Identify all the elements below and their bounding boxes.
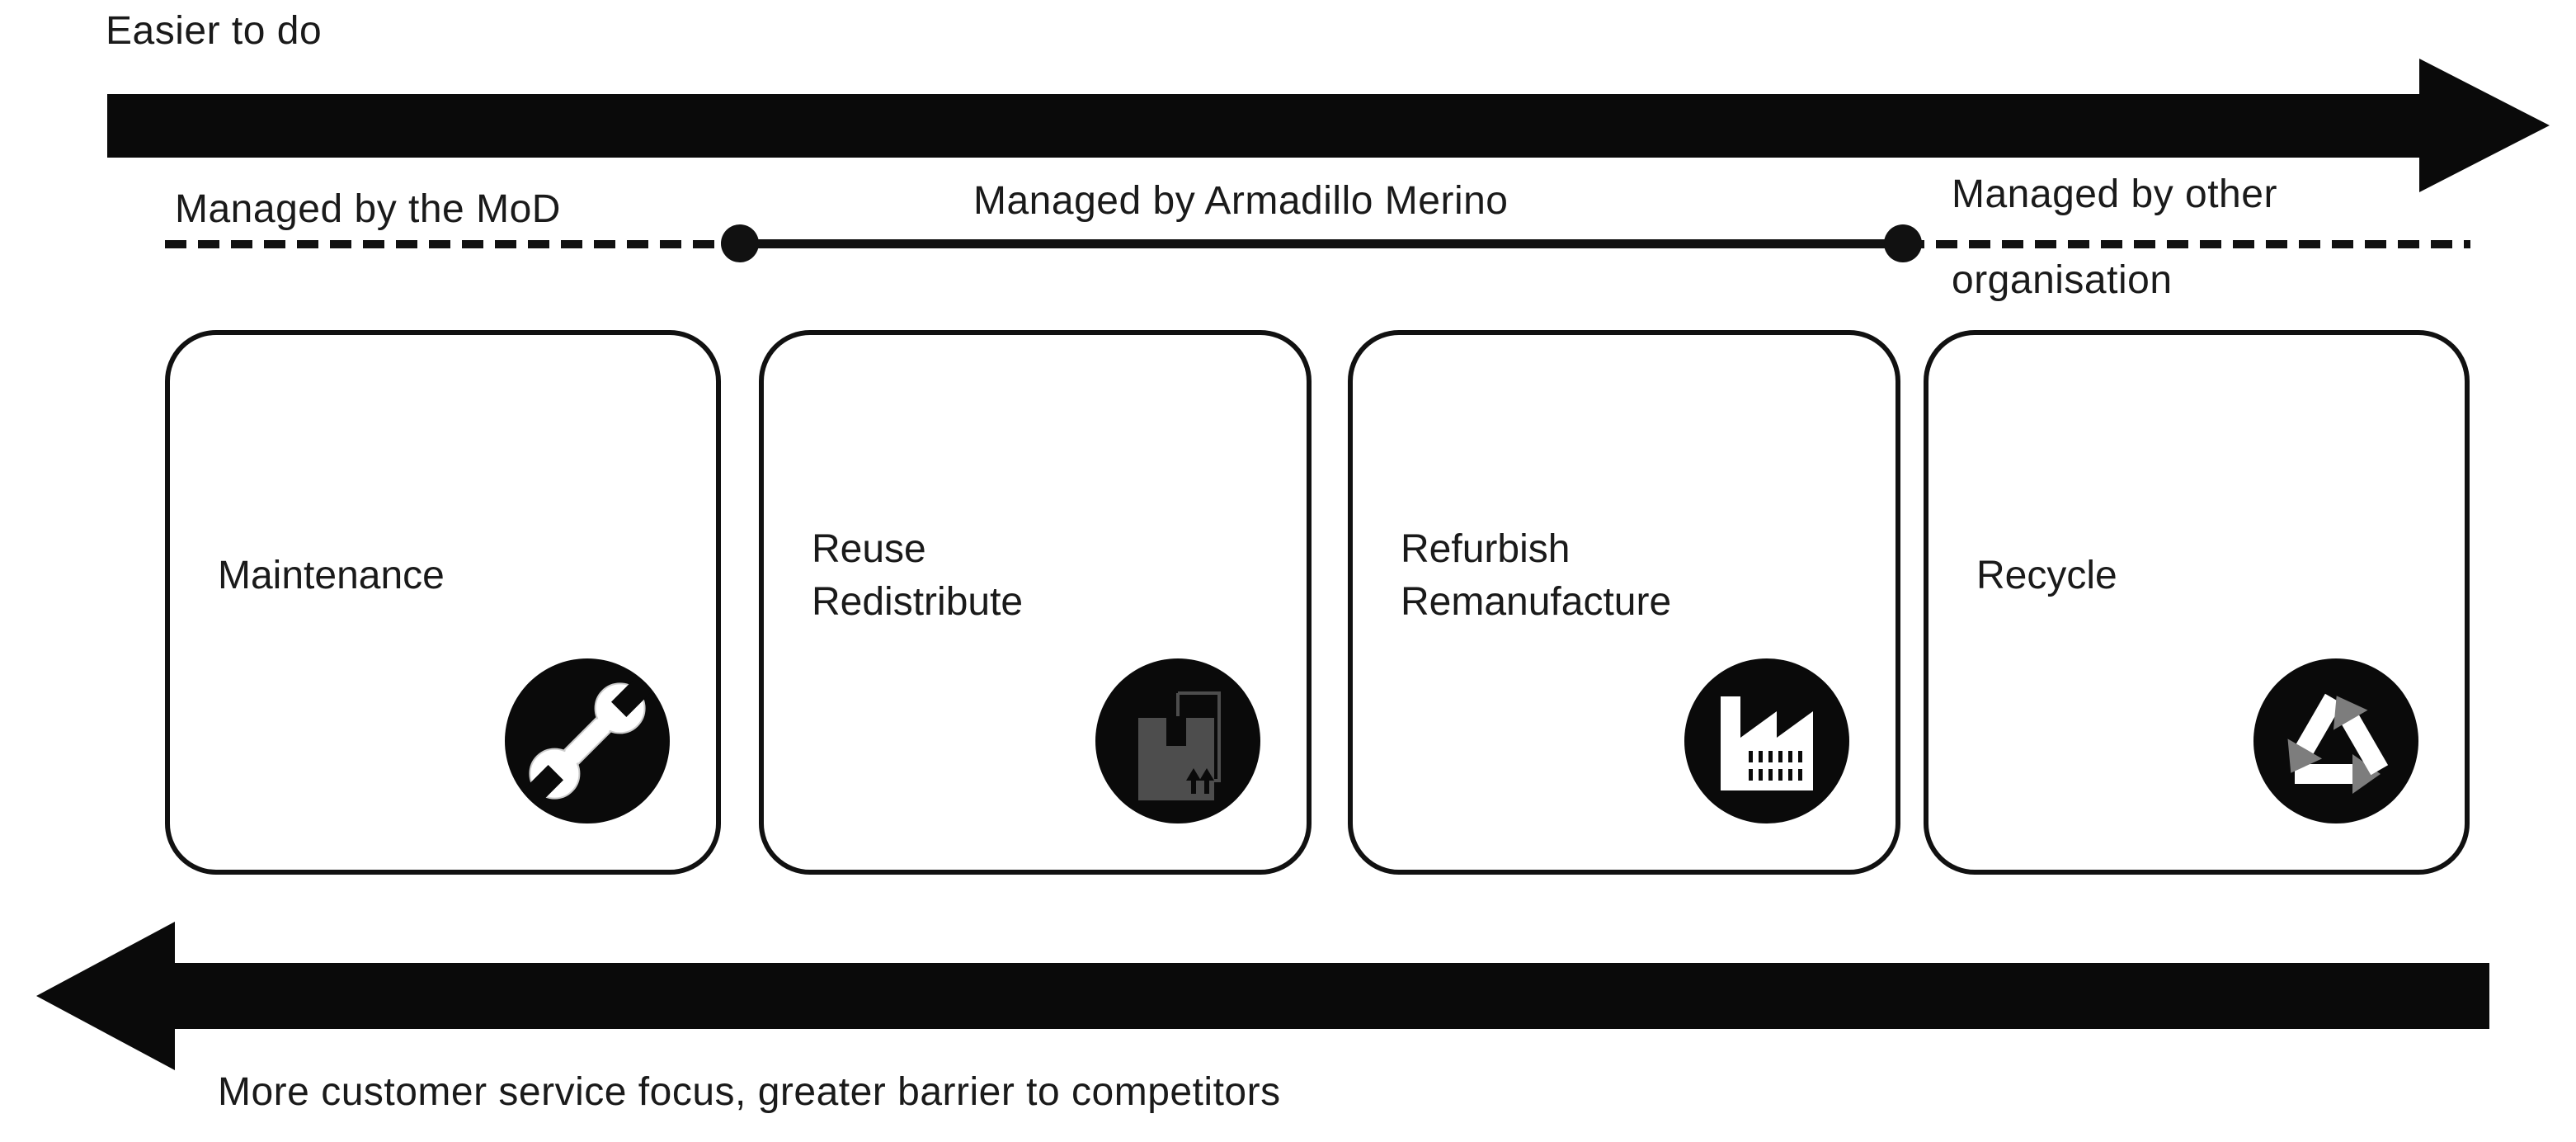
other-dashed-segment [1903, 240, 2470, 248]
wrench-icon [505, 658, 670, 823]
other-segment-label-line2: organisation [1952, 258, 2173, 302]
box-label-line2: Remanufacture [1401, 580, 1672, 624]
armadillo-segment-label: Managed by Armadillo Merino [973, 179, 1509, 223]
process-box-reuse-redistribute: Reuse Redistribute [759, 330, 1312, 875]
armadillo-solid-segment [740, 239, 1903, 248]
box-label: Maintenance [218, 550, 445, 602]
box-label: Recycle [1976, 550, 2117, 602]
process-box-recycle: Recycle [1924, 330, 2470, 875]
recycle-icon [2253, 658, 2418, 823]
box-label-line2: Redistribute [812, 580, 1024, 624]
box-label-line1: Maintenance [218, 554, 445, 597]
box-label-line1: Recycle [1976, 554, 2117, 597]
box-label: Refurbish Remanufacture [1401, 523, 1671, 629]
process-box-refurbish-remanufacture: Refurbish Remanufacture [1348, 330, 1900, 875]
top-arrow-right-head-icon [2419, 59, 2550, 192]
bottom-arrow-label: More customer service focus, greater bar… [218, 1070, 1281, 1114]
box-label-line1: Refurbish [1401, 527, 1571, 571]
process-box-maintenance: Maintenance [165, 330, 721, 875]
factory-icon [1684, 658, 1849, 823]
package-icon [1095, 658, 1260, 823]
bottom-arrow-body [173, 963, 2489, 1029]
mod-segment-label: Managed by the MoD [175, 187, 561, 231]
box-label-line1: Reuse [812, 527, 926, 571]
bottom-arrow-left-head-icon [36, 922, 175, 1070]
mod-dashed-segment [165, 240, 741, 248]
top-arrow-label: Easier to do [106, 9, 323, 53]
other-segment-label-line1: Managed by other [1952, 172, 2277, 216]
box-label: Reuse Redistribute [812, 523, 1023, 629]
top-arrow-body [107, 94, 2421, 158]
